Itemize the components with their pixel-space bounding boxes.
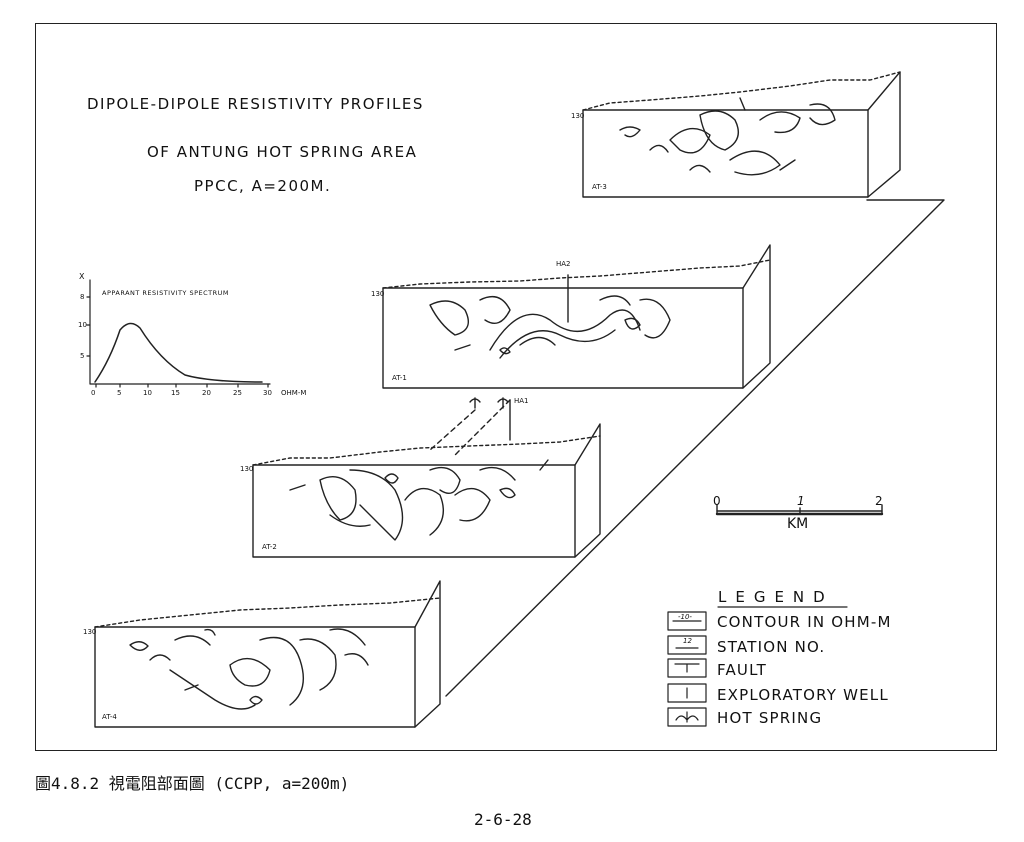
spectrum-x-unit: OHM-M xyxy=(281,389,307,397)
spectrum-x-tick: 20 xyxy=(202,389,211,397)
scale-bar xyxy=(715,504,884,516)
profile-label-at2: AT-2 xyxy=(262,543,277,551)
spectrum-x-tick: 5 xyxy=(117,389,122,397)
scale-tick-0: 0 xyxy=(713,494,721,508)
scale-tick-2: 2 xyxy=(875,494,883,508)
well-label-ha2: HA2 xyxy=(556,260,571,268)
profile-label-at1: AT-1 xyxy=(392,374,407,382)
spectrum-x-tick: 30 xyxy=(263,389,272,397)
depth-label-at2: 130 xyxy=(240,465,254,473)
legend-item-label: HOT SPRING xyxy=(717,709,823,727)
profile-at1 xyxy=(382,244,771,389)
profile-at3 xyxy=(582,71,901,198)
legend-contour-symbol: -10- xyxy=(678,613,692,621)
title-line-1: DIPOLE-DIPOLE RESISTIVITY PROFILES xyxy=(87,95,424,113)
spectrum-curve xyxy=(94,322,263,383)
spectrum-x-tick: 25 xyxy=(233,389,242,397)
title-line-3: PPCC, A=200M. xyxy=(194,177,332,195)
spectrum-y-tick: 5 xyxy=(80,352,85,360)
legend-item-label: CONTOUR IN OHM-M xyxy=(717,613,892,631)
depth-label-at4: 130 xyxy=(83,628,97,636)
spectrum-y-label: X xyxy=(79,272,85,281)
depth-label-at1: 130 xyxy=(371,290,385,298)
spectrum-x-tick: 15 xyxy=(171,389,180,397)
title-line-2: OF ANTUNG HOT SPRING AREA xyxy=(147,143,418,161)
depth-label-at3: 130 xyxy=(571,112,585,120)
legend-item-label: EXPLORATORY WELL xyxy=(717,686,889,704)
spectrum-x-tick: 0 xyxy=(91,389,96,397)
profile-label-at4: AT-4 xyxy=(102,713,117,721)
profile-at4 xyxy=(94,580,441,728)
scale-unit: KM xyxy=(787,516,809,532)
legend-symbols xyxy=(667,606,848,727)
legend-item-label: FAULT xyxy=(717,661,767,679)
spectrum-y-tick: 10 xyxy=(78,321,87,329)
legend-station-symbol: 12 xyxy=(683,637,692,645)
profile-label-at3: AT-3 xyxy=(592,183,607,191)
figure-caption: 圖4.8.2 視電阻部面圖 (CCPP, a=200m) xyxy=(35,774,350,793)
spectrum-y-tick: 8 xyxy=(80,293,85,301)
scale-tick-1: 1 xyxy=(797,494,805,508)
well-label-ha1: HA1 xyxy=(514,397,529,405)
spectrum-title: APPARANT RESISTIVITY SPECTRUM xyxy=(102,289,230,297)
legend-item-label: STATION NO. xyxy=(717,638,826,656)
spectrum-axes xyxy=(86,279,271,388)
spectrum-x-tick: 10 xyxy=(143,389,152,397)
profile-at2 xyxy=(252,423,601,558)
legend-heading: LEGEND xyxy=(718,588,834,606)
page-number: 2-6-28 xyxy=(474,810,532,829)
figure-frame xyxy=(35,23,997,751)
perspective-baseline xyxy=(445,199,945,697)
